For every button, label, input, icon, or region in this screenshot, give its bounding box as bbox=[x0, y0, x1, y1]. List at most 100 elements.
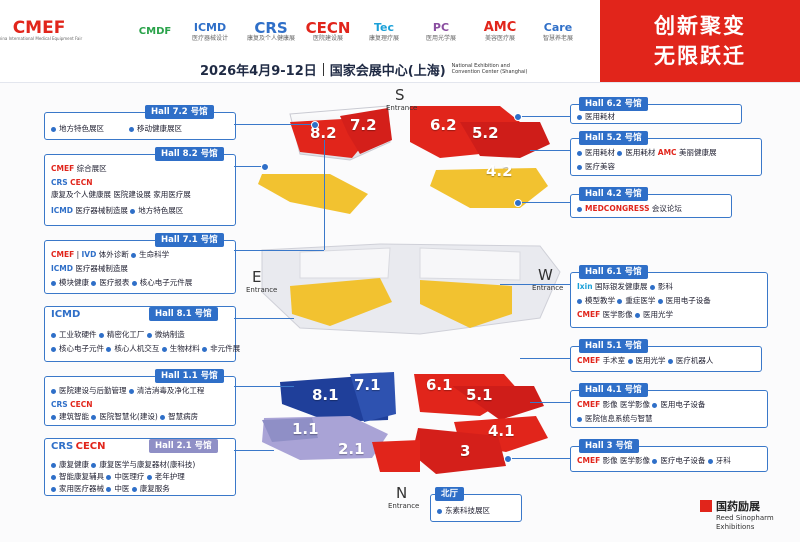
panel-hall-1-1[interactable]: Hall 1.1 号馆 医院建设与后勤管理 清洁消毒及净化工程 CRS CECN… bbox=[44, 369, 236, 426]
entrance-east: Entrance bbox=[246, 286, 278, 294]
bullet bbox=[649, 284, 655, 290]
logo-cecn[interactable]: CECN 医院建设展 bbox=[305, 19, 351, 43]
hall-label-5-2: 5.2 bbox=[472, 124, 499, 142]
hall-8-1-row-2: 核心电子元件 核心人机交互 生物材料 非元件展 bbox=[51, 343, 240, 354]
north-hall-shape[interactable] bbox=[372, 440, 420, 472]
hall-8-2-row-2: CRS CECN bbox=[51, 178, 93, 187]
panel-hall-2-1[interactable]: Hall 2.1 号馆 CRS CECN 康复健康 康复医学与康复器材(康科技)… bbox=[44, 438, 236, 496]
logo-crs[interactable]: CRS 康复及个人健康展 bbox=[246, 19, 295, 43]
panel-hall-8-2[interactable]: Hall 8.2 号馆 CMEF 综合展区 CRS CECN 康复及个人健康展 … bbox=[44, 147, 236, 226]
panel-hall-5-2[interactable]: Hall 5.2 号馆 医用耗材 医用耗材 AMC 美丽健康展 医疗美容 bbox=[570, 131, 762, 176]
hall-2-1-row-3: 家用医疗器械 中医 康复服务 bbox=[51, 483, 170, 494]
hall-5-2-row-1: 医用耗材 医用耗材 AMC 美丽健康展 bbox=[577, 147, 716, 158]
hall-label-4-2: 4.2 bbox=[486, 162, 513, 180]
hall-label-2-1: 2.1 bbox=[338, 440, 365, 458]
hall-label-3: 3 bbox=[460, 442, 471, 460]
hall-yellow-mid-left[interactable] bbox=[290, 278, 392, 326]
entrance-south: Entrance bbox=[386, 104, 418, 112]
logo-cmef[interactable]: CMEF China International Medical Equipme… bbox=[0, 18, 83, 42]
marker-dot bbox=[514, 199, 522, 207]
hall-4-1-row-2: 医院信息系统与智慧 bbox=[577, 413, 653, 424]
hall-6-1-row-3: CMEF 医学影像 医用光学 bbox=[577, 310, 673, 319]
north-hall-panel[interactable]: 北厅 东素科技展区 bbox=[430, 487, 522, 522]
bullet bbox=[577, 150, 582, 156]
hall-7-2-item: 地方特色展区 bbox=[51, 123, 104, 134]
title-hall-4-2: Hall 4.2 号馆 bbox=[579, 187, 648, 201]
hall-label-1-1: 1.1 bbox=[292, 420, 319, 438]
hall-1-1-shape[interactable] bbox=[262, 418, 318, 442]
title-hall-4-1: Hall 4.1 号馆 bbox=[579, 383, 648, 397]
title-hall-7-1: Hall 7.1 号馆 bbox=[155, 233, 224, 247]
marker-dot bbox=[311, 121, 319, 129]
title-hall-2-1: Hall 2.1 号馆 bbox=[149, 439, 218, 453]
bullet bbox=[130, 208, 136, 214]
title-hall-6-1: Hall 6.1 号馆 bbox=[579, 265, 648, 279]
entrance-north: Entrance bbox=[388, 502, 420, 510]
connector-line bbox=[530, 150, 570, 151]
organizer-logo-row: 国药励展 bbox=[700, 498, 796, 514]
bullet bbox=[91, 462, 97, 468]
hall-yellow-left-shape[interactable] bbox=[258, 174, 368, 214]
logo-tec[interactable]: Tec 康复理疗展 bbox=[368, 21, 399, 42]
logo-amc[interactable]: AMC 美容医疗展 bbox=[483, 20, 517, 43]
hall-7-1-shape[interactable] bbox=[350, 372, 396, 422]
hall-label-6-2: 6.2 bbox=[430, 116, 457, 134]
hall-2-1-row-2: 智能康复辅具 中医理疗 老年护理 bbox=[51, 471, 185, 482]
bullet bbox=[627, 358, 633, 364]
bullet bbox=[51, 126, 56, 132]
event-venue: 国家会展中心(上海) bbox=[329, 63, 446, 79]
bullet bbox=[707, 458, 713, 464]
hall-label-6-1: 6.1 bbox=[426, 376, 453, 394]
logo-pc[interactable]: PC 医用光学展 bbox=[425, 21, 456, 42]
logo-care[interactable]: Care 智慧养老展 bbox=[542, 21, 573, 42]
connector-line bbox=[530, 402, 570, 403]
date-venue-bar: 2026年4月9-12日 国家会展中心(上海) National Exhibit… bbox=[200, 60, 570, 79]
connector-line bbox=[234, 450, 274, 451]
logo-cmdf[interactable]: CMDF bbox=[138, 26, 172, 37]
bullet bbox=[91, 280, 97, 286]
bullet bbox=[577, 206, 582, 212]
bullet bbox=[98, 332, 104, 338]
bullet bbox=[577, 416, 582, 422]
bullet bbox=[51, 388, 56, 394]
bullet bbox=[160, 414, 166, 420]
slogan-line-1: 创新聚变 bbox=[654, 14, 746, 38]
panel-hall-4-1[interactable]: Hall 4.1 号馆 CMEF 影像 医学影像 医用电子设备 医院信息系统与智… bbox=[570, 383, 768, 428]
bullet bbox=[652, 458, 658, 464]
hall-6-1-row-2: 模型教学 重症医学 医用电子设备 bbox=[577, 295, 711, 306]
title-hall-6-2: Hall 6.2 号馆 bbox=[579, 97, 648, 111]
divider bbox=[322, 62, 324, 76]
panel-hall-5-1[interactable]: Hall 5.1 号馆 CMEF 手术室 医用光学 医疗机器人 bbox=[570, 339, 762, 372]
hall-yellow-mid-right[interactable] bbox=[420, 280, 512, 328]
organizer-logo[interactable]: 国药励展 Reed Sinopharm Exhibitions bbox=[700, 498, 796, 538]
logo-icmd[interactable]: ICMD 医疗器械设计 bbox=[191, 21, 228, 42]
panel-hall-8-1[interactable]: Hall 8.1 号馆 ICMD 工业软硬件 精密化工厂 微纳制造 核心电子元件… bbox=[44, 306, 240, 362]
panel-hall-6-2[interactable]: Hall 6.2 号馆 医用耗材 bbox=[570, 97, 742, 124]
bullet bbox=[51, 280, 56, 286]
hall-8-1-row-1: 工业软硬件 精密化工厂 微纳制造 bbox=[51, 329, 185, 340]
hall-label-5-1: 5.1 bbox=[466, 386, 493, 404]
bullet bbox=[51, 486, 56, 492]
hall-3-shape[interactable] bbox=[412, 428, 506, 474]
connector-line bbox=[234, 318, 294, 319]
marker-dot bbox=[504, 455, 512, 463]
panel-hall-7-2[interactable]: Hall 7.2 号馆 地方特色展区 移动健康展区 bbox=[44, 105, 236, 140]
lower-level-halls bbox=[262, 372, 548, 474]
connector-line bbox=[506, 458, 570, 459]
hall-8-2-row-1: CMEF 综合展区 bbox=[51, 164, 107, 173]
panel-hall-4-2[interactable]: Hall 4.2 号馆 MEDCONGRESS 会议论坛 bbox=[570, 187, 732, 218]
hall-5-2-shape[interactable] bbox=[460, 122, 550, 158]
bullet bbox=[129, 126, 134, 132]
panel-hall-6-1[interactable]: Hall 6.1 号馆 Ixin 国际银发健康展 影科 模型教学 重症医学 医用… bbox=[570, 265, 768, 328]
marker-dot bbox=[514, 113, 522, 121]
hall-7-2-shape[interactable] bbox=[340, 108, 392, 154]
panel-hall-3[interactable]: Hall 3 号馆 CMEF 影像 医学影像 医疗电子设备 牙科 bbox=[570, 439, 768, 472]
hall-7-1-row-2: ICMD 医疗器械制造展 bbox=[51, 264, 128, 273]
direction-north: N bbox=[396, 484, 408, 502]
hall-5-1-shape[interactable] bbox=[452, 386, 544, 420]
bullet bbox=[106, 474, 112, 480]
panel-hall-7-1[interactable]: Hall 7.1 号馆 CMEF | IVD 体外诊断 生命科学 ICMD 医疗… bbox=[44, 233, 236, 294]
hall-4-2-shape[interactable] bbox=[430, 168, 548, 208]
bullet bbox=[146, 332, 152, 338]
direction-south: S bbox=[395, 86, 405, 104]
